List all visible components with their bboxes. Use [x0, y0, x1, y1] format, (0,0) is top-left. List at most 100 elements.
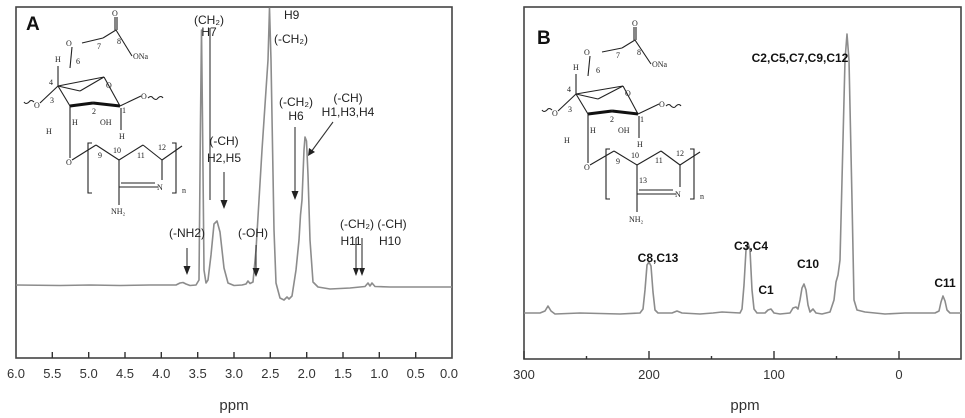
x-tick-label: 0.0: [440, 366, 458, 381]
panel-a: A 6.0 5.5 5.0 4.5 4.0 3.5 3.0 2.5 2.0 1.…: [7, 6, 458, 414]
svg-text:n: n: [700, 192, 704, 201]
svg-text:H: H: [46, 127, 52, 136]
svg-text:1: 1: [640, 115, 644, 124]
annotation-h6: H6: [288, 109, 304, 123]
panel-b-spectrum: [524, 33, 961, 315]
annotation-c8c13: C8,C13: [638, 251, 679, 265]
panel-b-x-axis-title: ppm: [730, 397, 759, 414]
svg-text:6: 6: [596, 66, 600, 75]
svg-text:6: 6: [76, 57, 80, 66]
svg-text:H: H: [72, 118, 78, 127]
svg-text:H: H: [573, 63, 579, 72]
annotation-c2c5c7c9c12: C2,C5,C7,C9,C12: [752, 51, 849, 65]
panel-a-chemical-structure: O ONa 8 7 O 6 O 4 3 2 1 H H H: [23, 9, 186, 216]
x-tick-label: 100: [763, 367, 785, 382]
x-tick-label: 1.5: [334, 366, 352, 381]
svg-text:7: 7: [97, 42, 101, 51]
svg-text:12: 12: [158, 143, 166, 152]
svg-text:OH: OH: [100, 118, 112, 127]
panel-a-frame: [15, 6, 453, 359]
svg-text:11: 11: [655, 156, 663, 165]
svg-text:9: 9: [616, 157, 620, 166]
svg-text:O: O: [659, 100, 665, 109]
annotation-c10: C10: [797, 257, 819, 271]
svg-text:2: 2: [92, 107, 96, 116]
panel-b: B 300 200 100 0 ppm C2,C5,C7,C9,C12 C8,C…: [513, 6, 962, 414]
panel-a-x-axis: 6.0 5.5 5.0 4.5 4.0 3.5 3.0 2.5 2.0 1.5 …: [7, 352, 458, 414]
panel-a-label: A: [26, 14, 40, 35]
annotation-h25: H2,H5: [207, 151, 241, 165]
panel-b-label: B: [537, 28, 551, 49]
svg-text:O: O: [625, 89, 631, 98]
svg-text:OH: OH: [618, 126, 630, 135]
panel-b-annotations: C2,C5,C7,C9,C12 C8,C13 C3,C4 C1 C10 C11: [638, 51, 956, 297]
panel-b-x-axis: 300 200 100 0 ppm: [513, 351, 903, 414]
annotation-nh2: (-NH2): [169, 226, 205, 240]
svg-text:O: O: [141, 92, 147, 101]
svg-text:ONa: ONa: [652, 60, 668, 69]
x-tick-label: 0.5: [407, 366, 425, 381]
svg-text:NH₂: NH₂: [629, 215, 644, 224]
annotation-c1: C1: [758, 283, 774, 297]
annotation-h11: H11: [340, 234, 361, 248]
svg-text:O: O: [106, 81, 112, 90]
panel-b-chemical-structure: O ONa 8 7 O 6 O 4 3 2 1 H H H OH: [541, 19, 704, 224]
svg-text:13: 13: [639, 176, 647, 185]
svg-text:12: 12: [676, 149, 684, 158]
svg-text:O: O: [584, 48, 590, 57]
svg-text:3: 3: [50, 96, 54, 105]
x-tick-label: 5.0: [80, 366, 98, 381]
svg-text:4: 4: [49, 78, 53, 87]
annotation-h7-group: (CH₂): [194, 13, 224, 27]
svg-text:H: H: [55, 55, 61, 64]
x-tick-label: 4.0: [152, 366, 170, 381]
svg-text:O: O: [584, 163, 590, 172]
svg-text:3: 3: [568, 105, 572, 114]
annotation-h10: H10: [379, 234, 401, 248]
svg-text:H: H: [590, 126, 596, 135]
svg-text:8: 8: [637, 48, 641, 57]
svg-text:8: 8: [117, 37, 121, 46]
annotation-h134: H1,H3,H4: [322, 105, 375, 119]
panel-a-spectrum: [15, 7, 452, 301]
svg-text:2: 2: [610, 115, 614, 124]
panel-a-x-axis-title: ppm: [219, 397, 248, 414]
x-tick-label: 2.5: [261, 366, 279, 381]
svg-text:10: 10: [113, 146, 121, 155]
svg-text:9: 9: [98, 151, 102, 160]
annotation-c11: C11: [934, 276, 956, 290]
annotation-h6-group: (-CH₂): [279, 95, 313, 109]
x-tick-label: 4.5: [116, 366, 134, 381]
x-tick-label: 200: [638, 367, 660, 382]
annotation-h7: H7: [201, 25, 217, 39]
svg-text:1: 1: [122, 106, 126, 115]
svg-text:H: H: [564, 136, 570, 145]
svg-text:O: O: [66, 39, 72, 48]
x-tick-label: 1.0: [370, 366, 388, 381]
svg-text:O: O: [112, 9, 118, 18]
annotation-h11-group: (-CH₂): [340, 217, 374, 231]
svg-text:7: 7: [616, 51, 620, 60]
x-tick-label: 300: [513, 367, 535, 382]
svg-text:O: O: [552, 109, 558, 118]
annotation-h9-group: (-CH₂): [274, 32, 308, 46]
svg-text:H: H: [637, 140, 643, 149]
svg-text:O: O: [632, 19, 638, 28]
svg-text:10: 10: [631, 151, 639, 160]
annotation-h25-group: (-CH): [209, 134, 238, 148]
x-tick-label: 3.0: [225, 366, 243, 381]
panel-a-annotations: (CH₂) H7 H9 (-CH₂) (-CH) H2,H5 (-CH₂) H6…: [169, 8, 407, 277]
svg-text:11: 11: [137, 151, 145, 160]
x-tick-label: 3.5: [189, 366, 207, 381]
svg-text:4: 4: [567, 85, 571, 94]
annotation-h10-group: (-CH): [377, 217, 406, 231]
annotation-oh: (-OH): [238, 226, 268, 240]
svg-text:N: N: [675, 190, 681, 199]
annotation-h9: H9: [284, 8, 300, 22]
annotation-h134-group: (-CH): [333, 91, 362, 105]
annotation-c3c4: C3,C4: [734, 239, 768, 253]
svg-text:N: N: [157, 183, 163, 192]
svg-text:O: O: [34, 101, 40, 110]
panel-b-frame: [523, 6, 962, 360]
svg-text:H: H: [119, 132, 125, 141]
